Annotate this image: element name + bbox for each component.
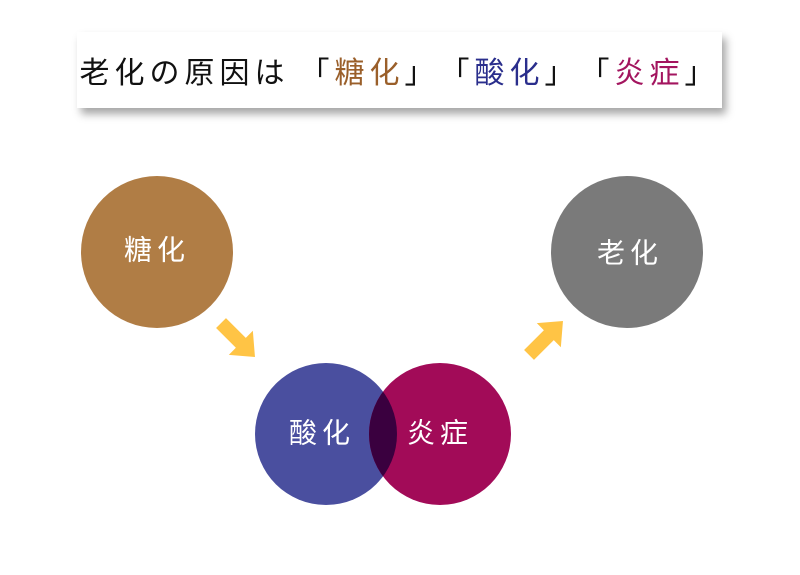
title-term-oxidation: 酸化 bbox=[474, 56, 545, 91]
inflammation-circle bbox=[369, 363, 511, 505]
bracket-close: 」 bbox=[684, 56, 720, 91]
aging-label: 老化 bbox=[597, 237, 663, 270]
arrow-up-right-icon bbox=[524, 321, 563, 360]
bracket-open: 「 bbox=[439, 56, 475, 91]
title-banner: 老化の原因は 「 糖化 」 「 酸化 」 「 炎症 」 bbox=[77, 32, 722, 108]
aging-circle bbox=[551, 176, 703, 328]
inflammation-label: 炎症 bbox=[407, 417, 473, 450]
oxidation-label: 酸化 bbox=[289, 417, 355, 450]
title-prefix: 老化の原因は bbox=[79, 56, 290, 91]
glycation-label: 糖化 bbox=[124, 234, 190, 267]
bracket-close: 」 bbox=[544, 56, 580, 91]
bracket-close: 」 bbox=[404, 56, 440, 91]
bracket-open: 「 bbox=[579, 56, 615, 91]
oxidation-circle bbox=[255, 363, 397, 505]
glycation-circle bbox=[81, 176, 233, 328]
title-term-inflammation: 炎症 bbox=[614, 56, 685, 91]
arrow-down-right-icon bbox=[216, 318, 255, 357]
title-term-glycation: 糖化 bbox=[334, 56, 405, 91]
bracket-open: 「 bbox=[299, 56, 335, 91]
